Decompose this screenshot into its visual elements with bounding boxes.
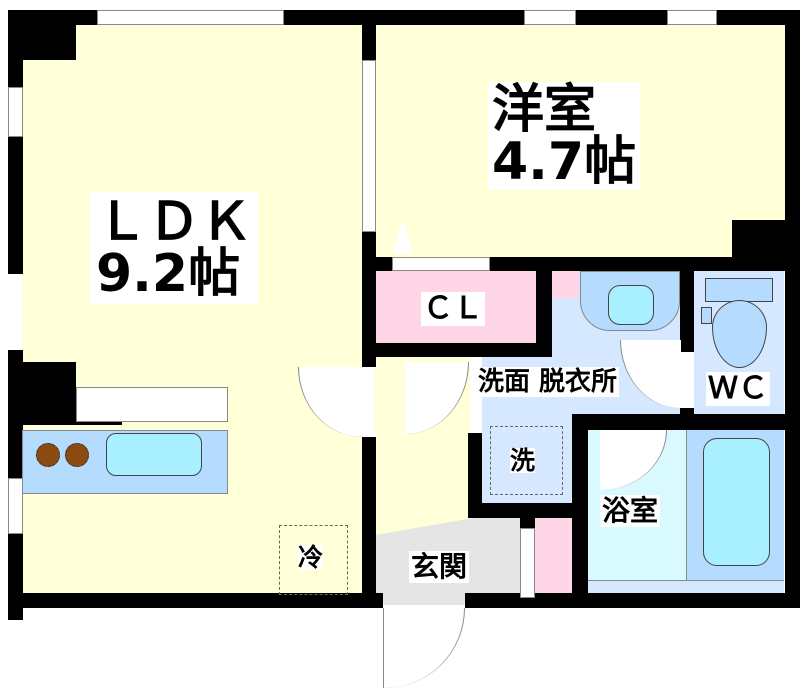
wall-closet-right <box>536 257 552 357</box>
kitchen-counter-top <box>76 387 228 422</box>
toilet-paper-holder <box>701 307 712 324</box>
wall-bottom-ldk <box>8 593 383 608</box>
window-ldk-left-lower <box>8 478 23 534</box>
closet-label: ＣＬ <box>421 291 485 326</box>
entrance-label: 玄関 <box>409 550 470 583</box>
wall-closet-bottom <box>362 343 552 357</box>
door-western-arrow-icon <box>393 218 413 254</box>
wall-corner-block <box>8 10 76 60</box>
closet-door <box>392 257 490 271</box>
wall-left <box>8 10 23 274</box>
window-ldk-left-upper <box>8 87 23 137</box>
wall-toilet-left <box>680 257 694 352</box>
washer-label: 洗 <box>510 446 536 475</box>
stove-burner-icon <box>36 443 60 467</box>
kitchen-sink <box>106 433 202 476</box>
wall-kitchen-ledge <box>8 415 122 425</box>
washroom-label: 洗面 脱衣所 <box>476 367 620 397</box>
toilet-bowl <box>712 300 767 368</box>
washroom-pink-corner <box>552 271 579 298</box>
wall-washer-left <box>468 433 482 518</box>
ldk-name: ＬＤＫ <box>96 192 253 252</box>
window-ldk-top <box>97 10 284 25</box>
bathtub <box>703 438 770 566</box>
shoe-cabinet-door <box>520 528 535 598</box>
window-western-top-1 <box>524 10 576 25</box>
toilet-label: ＷＣ <box>706 371 770 406</box>
western-room-name: 洋室 <box>492 80 597 140</box>
wall-western-corner <box>732 220 800 271</box>
wall-bottom-right <box>465 593 792 608</box>
wall-ldk-divider-low <box>362 437 376 607</box>
wall-right <box>785 10 800 608</box>
wall-western-left-stub <box>362 257 392 271</box>
stove-burner-icon <box>65 443 89 467</box>
door-entrance[interactable] <box>383 608 465 688</box>
wall-bath-left <box>572 414 588 608</box>
western-room-size: 4.7帖 <box>492 132 637 192</box>
fridge-space <box>279 525 348 595</box>
western-room-label: 洋室 4.7帖 <box>488 80 641 192</box>
ldk-floor <box>22 25 362 593</box>
bath-step <box>588 580 784 581</box>
washer-space <box>490 426 563 495</box>
ldk-size: 9.2帖 <box>96 244 241 304</box>
wall-kitchen-block <box>8 362 76 422</box>
fridge-label: 冷 <box>298 543 324 572</box>
wall-ldk-divider <box>362 10 376 60</box>
vanity-basin <box>608 285 654 325</box>
toilet-tank <box>705 278 773 302</box>
wall-bath-top <box>572 414 800 430</box>
ldk-label: ＬＤＫ 9.2帖 <box>90 192 259 304</box>
sliding-door-ldk-western <box>362 60 376 232</box>
bathroom-label: 浴室 <box>600 494 661 527</box>
window-western-top-2 <box>667 10 717 25</box>
wall-western-bottom <box>490 257 800 271</box>
